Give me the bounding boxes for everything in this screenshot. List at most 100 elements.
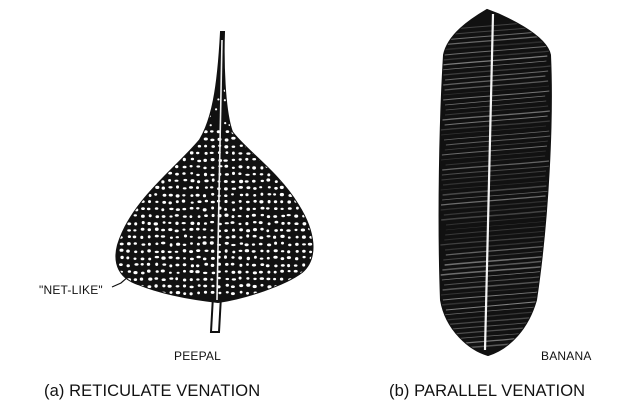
net-cell [210,139,214,142]
net-cell [280,138,283,141]
net-cell [127,242,131,245]
net-cell [155,243,158,246]
net-cell [252,264,256,267]
net-cell [226,284,229,287]
net-cell [211,167,214,169]
net-cell [316,249,319,252]
net-cell [133,194,136,197]
net-cell [231,263,235,266]
net-cell [217,98,219,100]
net-cell [224,122,226,124]
net-cell [182,208,186,210]
net-cell [211,158,215,161]
net-cell [141,207,145,210]
net-cell [315,284,319,286]
net-cell [287,264,290,267]
net-cell [260,144,264,147]
net-cell [127,180,131,183]
net-cell [218,277,221,279]
net-cell [162,187,165,190]
net-cell [147,187,151,190]
net-cell [127,172,131,175]
net-cell [155,201,158,203]
net-cell [225,263,229,266]
net-cell [147,166,151,169]
net-cell [168,251,172,253]
net-cell [183,244,187,246]
net-cell [231,67,233,69]
net-cell [309,166,312,169]
net-cell [183,263,187,266]
net-cell [261,193,264,196]
net-cell [197,222,200,225]
net-cell [240,194,243,196]
net-cell [246,215,249,218]
net-cell [274,265,277,268]
net-cell [190,236,193,238]
net-cell [243,83,245,85]
net-cell [267,159,270,162]
net-cell [280,193,284,196]
net-cell [218,292,221,294]
net-cell [176,285,180,287]
net-cell [260,137,264,139]
net-cell [202,123,204,125]
net-cell [140,151,144,154]
net-cell [196,132,200,134]
net-cell [245,243,249,246]
net-cell [242,91,244,93]
net-cell [141,193,145,195]
net-cell [210,221,214,223]
net-cell [238,122,240,124]
net-cell [240,291,243,294]
net-cell [225,138,229,141]
net-cell [141,186,145,189]
net-cell [309,131,312,134]
net-cell [281,130,284,133]
net-cell [239,250,243,252]
net-cell [140,159,144,162]
net-cell [294,222,298,225]
net-cell [126,291,130,293]
net-cell [161,208,164,211]
net-cell [191,202,194,204]
net-cell [261,207,265,210]
net-cell [197,243,200,246]
net-cell [224,214,228,217]
net-cell [253,221,257,223]
net-cell [190,172,193,174]
net-cell [141,130,145,132]
net-cell [183,158,186,161]
net-cell [252,180,256,183]
net-cell [274,200,277,203]
net-cell [211,145,215,148]
net-cell [149,194,152,197]
net-cell [301,130,305,133]
net-cell [148,172,152,175]
net-cell [259,186,262,188]
net-cell [316,228,319,231]
net-cell [225,249,228,252]
net-cell [156,145,159,148]
net-cell [232,215,235,218]
net-cell [121,165,124,168]
net-cell [273,256,277,259]
net-cell [176,257,180,260]
net-cell [267,244,271,247]
net-cell [302,152,306,154]
net-cell [161,229,165,232]
net-cell [295,257,298,260]
net-cell [295,171,298,174]
net-cell [205,250,209,252]
net-cell [266,130,270,133]
net-cell [149,214,152,217]
net-cell [182,194,185,196]
net-cell [119,200,123,202]
net-cell [196,194,200,197]
net-cell [231,292,235,295]
net-cell [212,214,215,217]
net-cell [128,235,131,238]
net-cell [154,151,157,154]
net-cell [245,174,249,176]
net-cell [190,151,194,154]
